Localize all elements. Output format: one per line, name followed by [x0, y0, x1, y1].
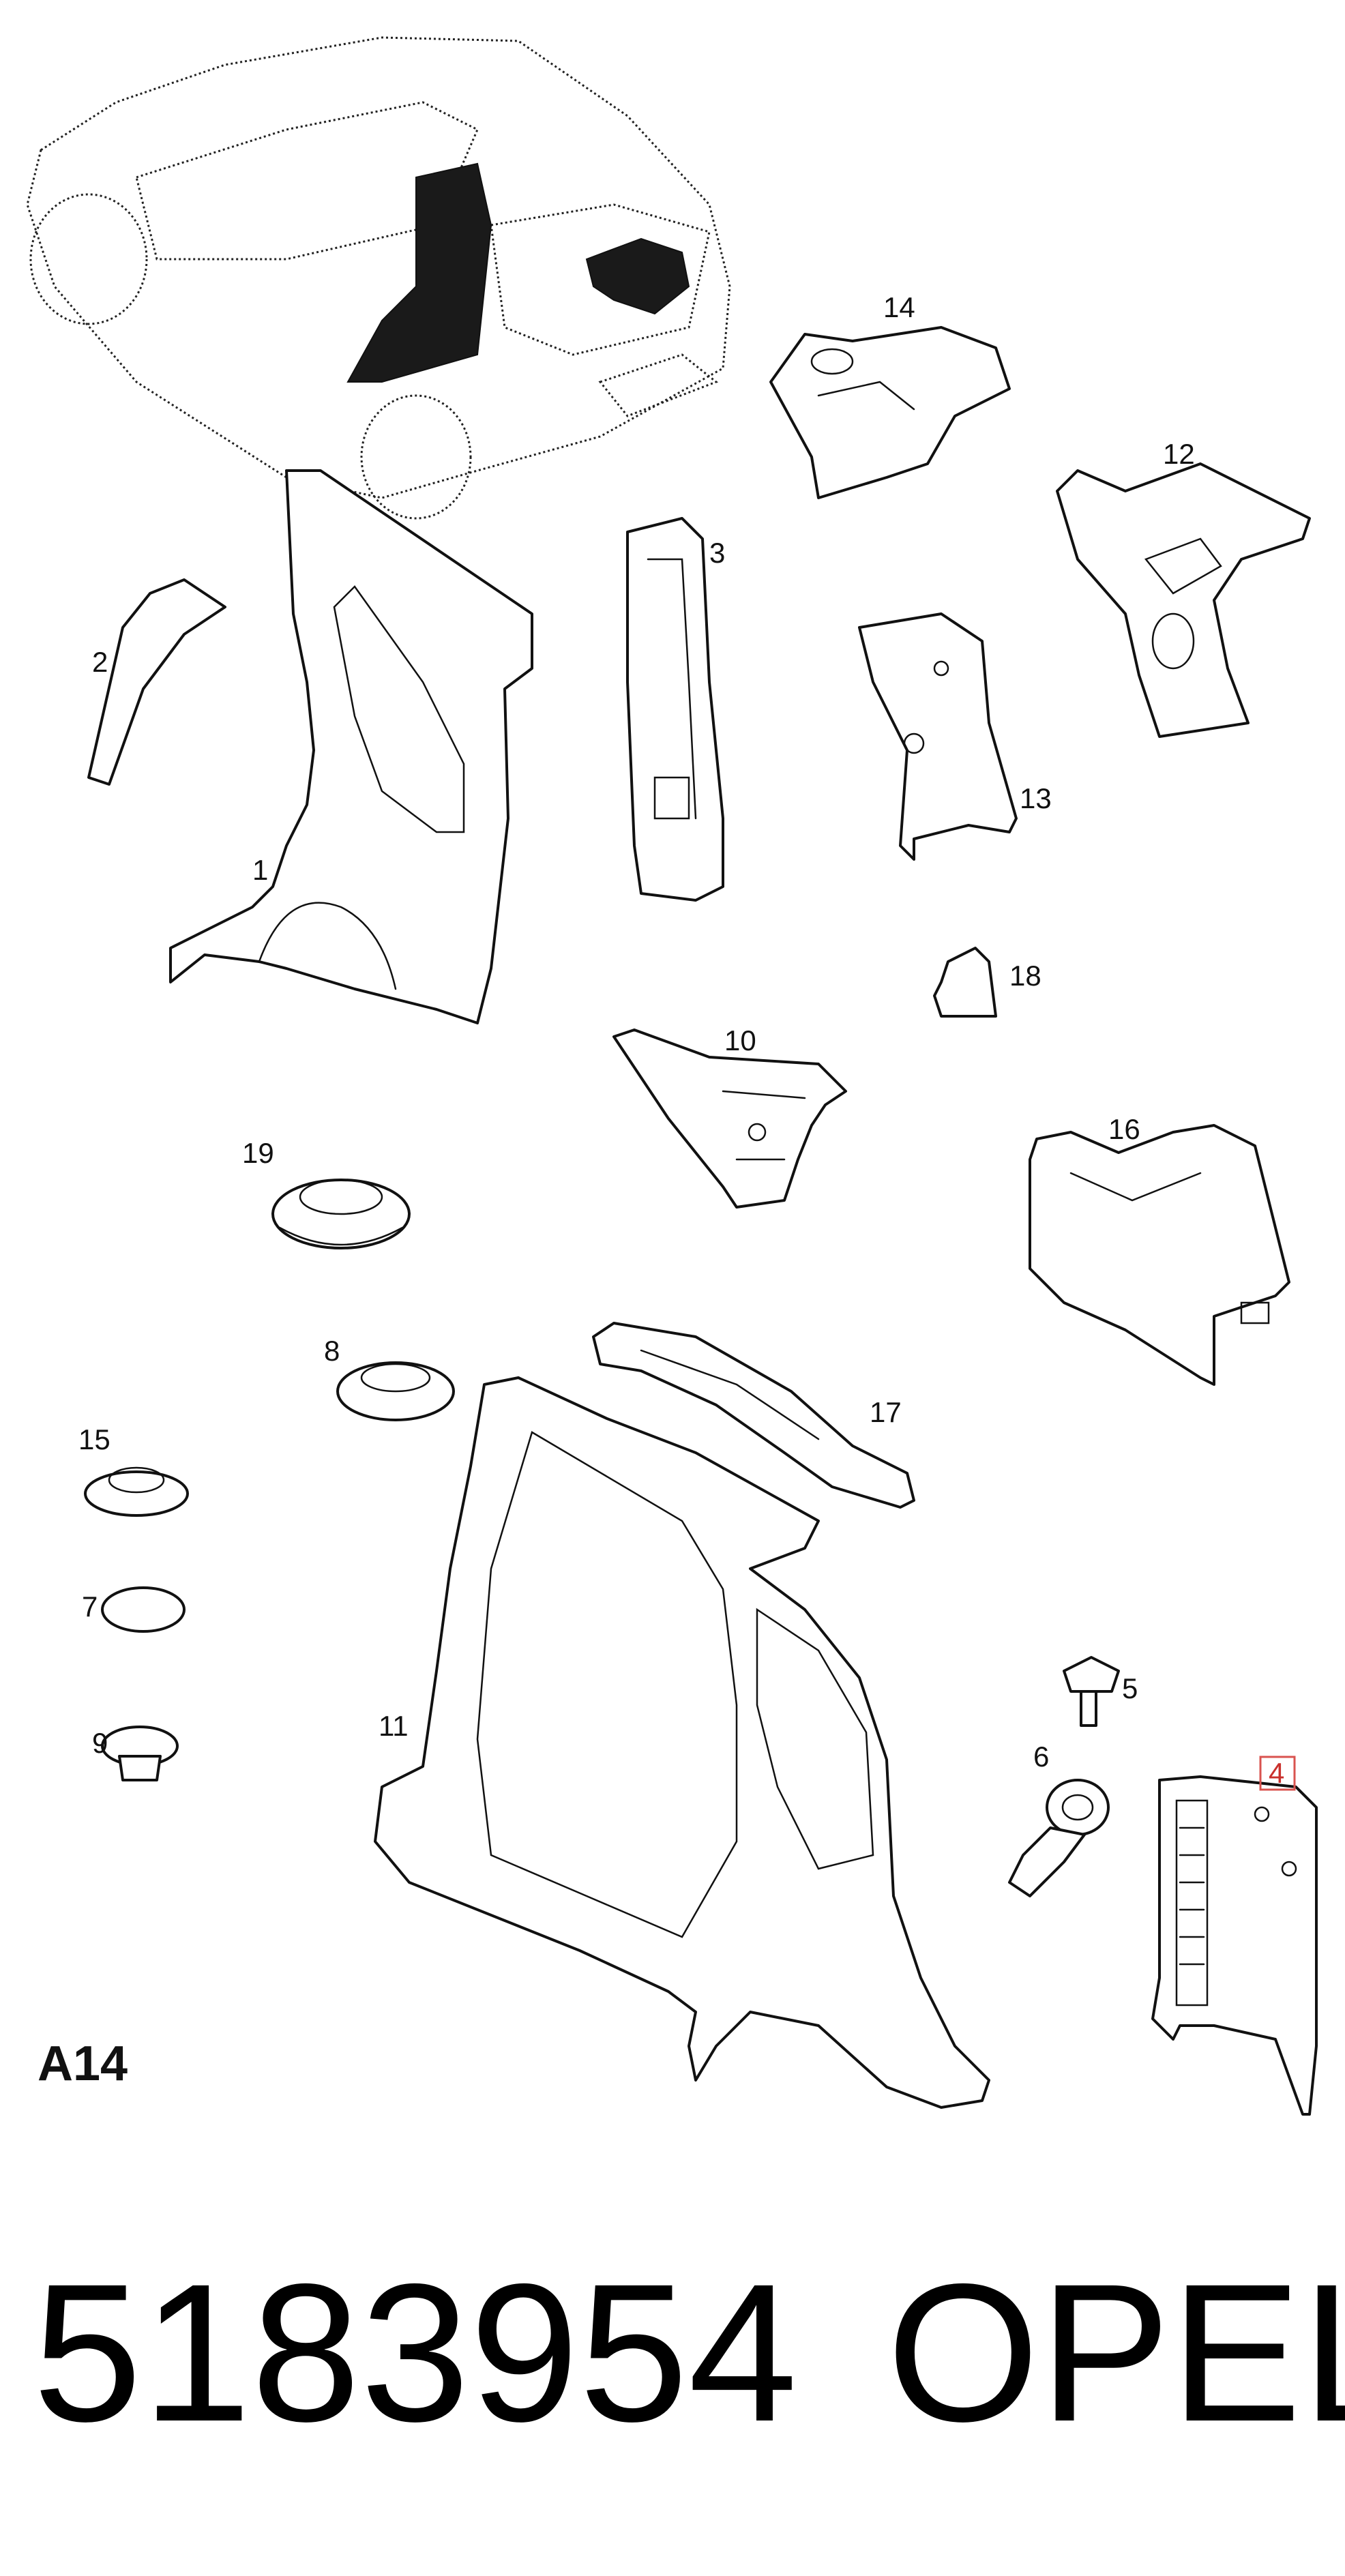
callout-15: 15	[78, 1423, 110, 1455]
part-9-clip	[101, 1726, 179, 1781]
part-18-small-bracket	[933, 947, 997, 1018]
part-15-grommet	[84, 1466, 189, 1517]
callout-4: 4	[1269, 1757, 1284, 1789]
callout-8: 8	[324, 1335, 340, 1367]
callout-3: 3	[709, 537, 725, 569]
part-6-clip	[1008, 1779, 1110, 1897]
callout-10: 10	[724, 1024, 756, 1056]
callout-17: 17	[870, 1396, 902, 1428]
part-5-screw	[1063, 1656, 1120, 1727]
brand-name: OPEL	[887, 2243, 1345, 2463]
part-8-plug	[336, 1361, 455, 1421]
part-3-pillar-reinforcement	[626, 517, 724, 902]
section-code: A14	[38, 2037, 128, 2091]
part-11-side-frame	[374, 1376, 990, 2109]
callout-9: 9	[92, 1727, 108, 1759]
callout-19: 19	[242, 1137, 274, 1169]
callout-7: 7	[82, 1590, 98, 1623]
callout-6: 6	[1033, 1741, 1049, 1773]
callout-1: 1	[252, 854, 268, 886]
callout-4-highlight-box	[1259, 1756, 1296, 1791]
part-12-rear-panel-bracket	[1056, 462, 1311, 738]
part-17-wheelhouse-panel	[592, 1322, 915, 1509]
callout-13: 13	[1020, 782, 1052, 814]
callout-16: 16	[1108, 1113, 1140, 1145]
part-7-cap	[101, 1586, 186, 1633]
part-19-large-plug	[271, 1179, 411, 1249]
reference-car-illustration	[26, 36, 731, 520]
part-4-trim-panel	[1151, 1775, 1318, 2116]
callout-14: 14	[883, 291, 915, 323]
part-14-wheelhouse-inner	[769, 326, 1011, 499]
part-16-trunk-floor-tub	[1029, 1124, 1290, 1386]
part-10-wheel-arch-support	[612, 1028, 847, 1209]
part-number: 5183954	[33, 2243, 798, 2463]
part-13-inner-brace	[858, 612, 1018, 861]
callout-11: 11	[379, 1710, 409, 1742]
callout-12: 12	[1163, 438, 1195, 470]
callout-18: 18	[1009, 960, 1041, 992]
callout-labels: 1 2 3 4 5 6 7 8 9 10 11 12 13 14 15 16 1…	[78, 291, 1296, 1791]
part-1-quarter-panel	[169, 469, 533, 1024]
part-2-trim-strip	[87, 578, 226, 786]
callout-2: 2	[92, 646, 108, 678]
callout-5: 5	[1122, 1672, 1138, 1704]
